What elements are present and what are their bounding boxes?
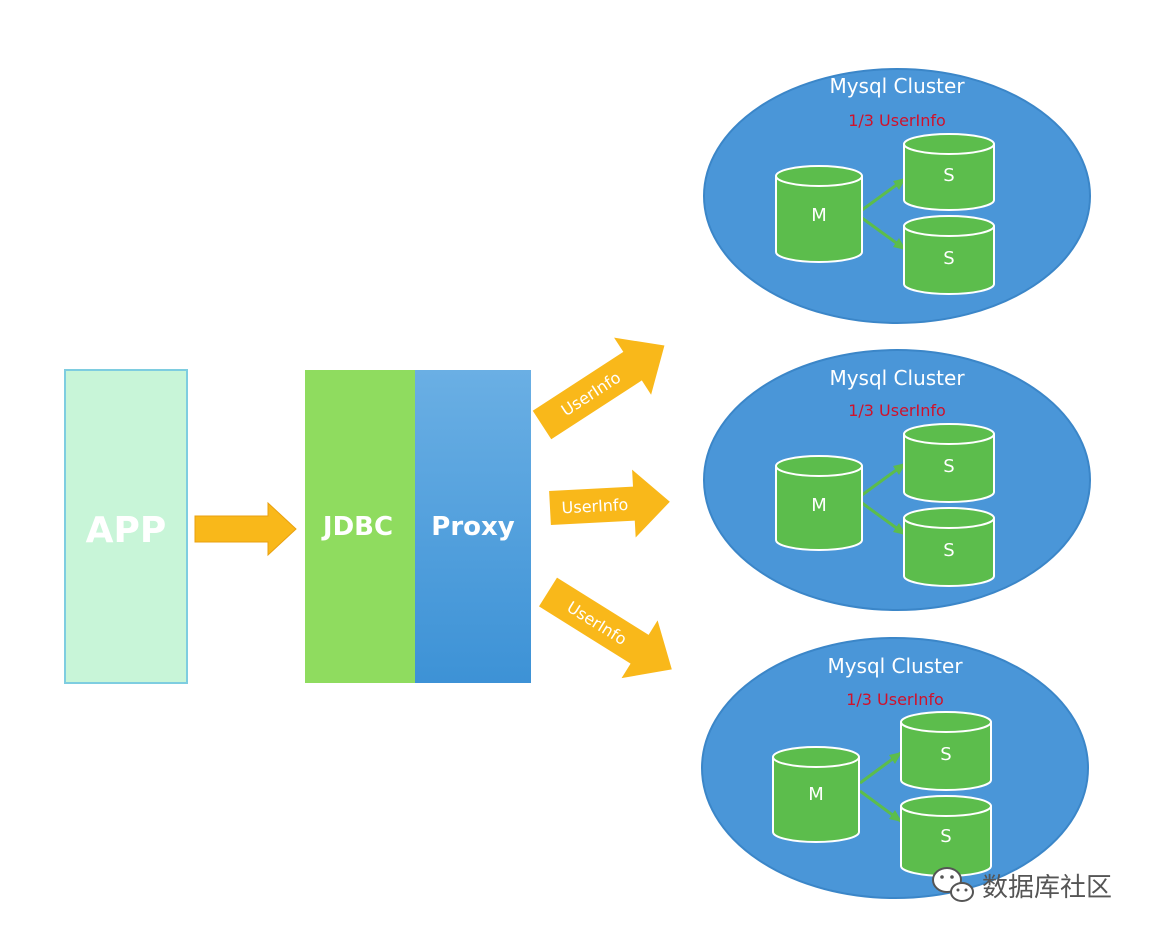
slave-db-icon	[903, 215, 995, 295]
slave-db-icon	[900, 711, 992, 791]
master-label: M	[808, 784, 824, 805]
proxy-label: Proxy	[431, 512, 515, 542]
slave-db-icon	[900, 795, 992, 877]
arrowhead	[889, 810, 902, 822]
cluster-subtitle: 1/3 UserInfo	[848, 401, 946, 420]
slave-db-icon	[903, 423, 995, 503]
proxy-box: Proxy	[415, 370, 531, 683]
arrowhead	[893, 523, 906, 535]
slave-db-icon	[903, 507, 995, 587]
watermark: 数据库社区	[932, 867, 1112, 903]
jdbc-label: JDBC	[321, 512, 393, 542]
userinfo-arrow-2-label: UserInfo	[561, 495, 629, 517]
cluster-title: Mysql Cluster	[827, 654, 963, 678]
master-label: M	[811, 205, 827, 226]
cluster-subtitle: 1/3 UserInfo	[848, 111, 946, 130]
app-to-jdbc-arrow	[194, 501, 297, 557]
arrowhead	[893, 463, 906, 475]
arrowhead	[893, 178, 906, 190]
mysql-cluster-2: Mysql Cluster 1/3 UserInfo M S S	[703, 349, 1091, 611]
watermark-text: 数据库社区	[982, 873, 1112, 903]
cluster-title: Mysql Cluster	[829, 74, 965, 98]
slave-label: S	[940, 744, 951, 765]
jdbc-box: JDBC	[305, 370, 415, 683]
slave-label: S	[943, 456, 954, 477]
arrowhead	[889, 752, 902, 764]
userinfo-arrow-2: UserInfo	[549, 469, 670, 538]
master-label: M	[811, 495, 827, 516]
arrowhead	[893, 238, 906, 250]
mysql-cluster-1: Mysql Cluster 1/3 UserInfo M S S	[703, 68, 1091, 324]
slave-label: S	[943, 540, 954, 561]
userinfo-arrow-1: UserInfo	[532, 337, 665, 440]
cluster-title: Mysql Cluster	[829, 366, 965, 390]
app-label: APP	[86, 510, 167, 551]
slave-label: S	[943, 248, 954, 269]
cluster-subtitle: 1/3 UserInfo	[846, 690, 944, 709]
mysql-cluster-3: Mysql Cluster 1/3 UserInfo M S S	[701, 637, 1089, 899]
slave-label: S	[943, 165, 954, 186]
master-db-icon	[772, 746, 860, 843]
slave-label: S	[940, 826, 951, 847]
app-box: APP	[64, 369, 188, 684]
slave-db-icon	[903, 133, 995, 211]
userinfo-arrow-3: UserInfo	[538, 577, 672, 679]
wechat-icon	[932, 867, 974, 902]
master-db-icon	[775, 455, 863, 551]
master-db-icon	[775, 165, 863, 263]
